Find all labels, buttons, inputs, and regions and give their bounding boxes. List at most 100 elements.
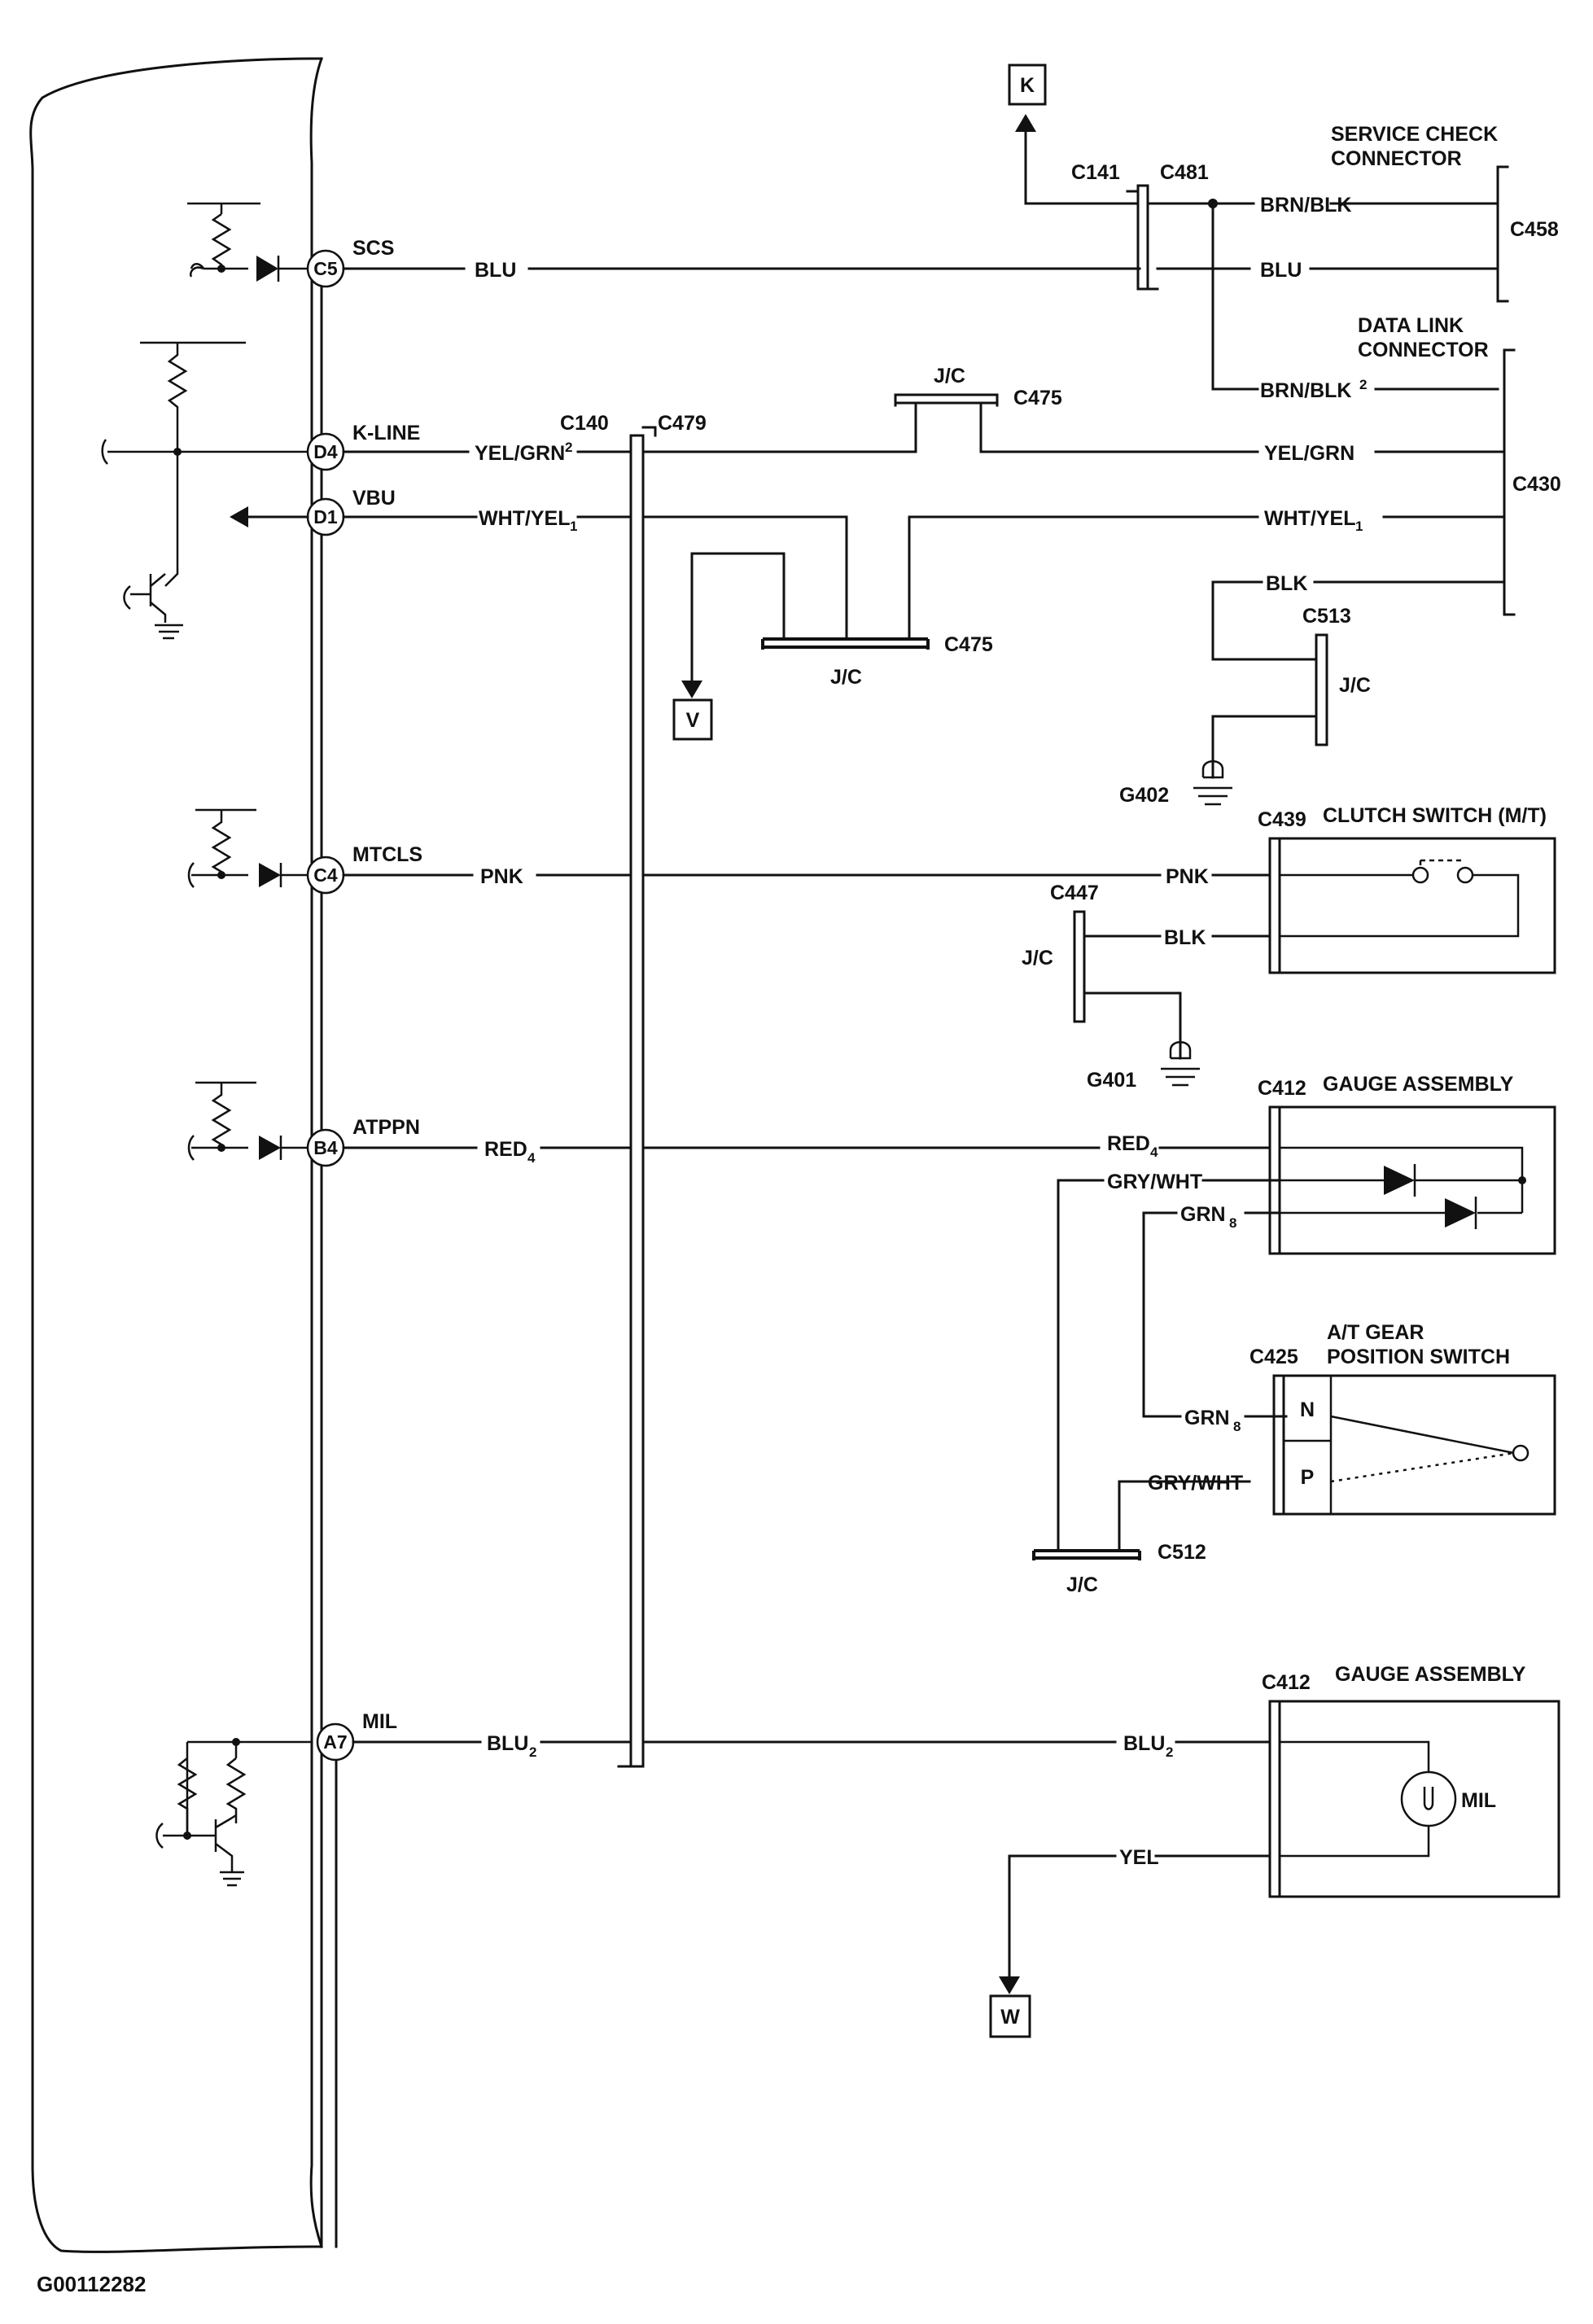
label-mil: MIL — [362, 1710, 397, 1733]
ecm-outline — [29, 57, 323, 2253]
vbu-arrow-icon — [230, 506, 309, 527]
ref-w: W — [989, 1994, 1031, 2038]
junction-c475-bottom — [761, 637, 930, 650]
connector-c458-label: C458 — [1510, 218, 1559, 241]
wire-gry-wht-label: GRY/WHT — [1107, 1171, 1202, 1193]
wire-atppn-color-right: RED 4 — [1107, 1132, 1158, 1160]
wire-atppn-color: RED 4 — [484, 1138, 536, 1166]
connector-c140-c479 — [617, 426, 657, 1768]
pin-b4: B4 — [306, 1128, 345, 1167]
pin-a7: A7 — [316, 1722, 355, 1762]
switch-p-label: P — [1301, 1466, 1315, 1489]
svg-text:V: V — [686, 709, 700, 732]
wire-grn-label-2: GRN 8 — [1184, 1407, 1241, 1434]
wire-mil-color-right: BLU 2 — [1123, 1732, 1173, 1760]
gauge-assembly-bottom-title: GAUGE ASSEMBLY — [1335, 1663, 1526, 1686]
wire-yel-w — [999, 1854, 1271, 1994]
connector-c475-top-label: C475 — [1013, 387, 1062, 409]
connector-c430-label: C430 — [1512, 473, 1561, 496]
wire-brn-blk-label: BRN/BLK — [1260, 194, 1352, 217]
junction-c447-g401 — [1073, 910, 1271, 1087]
label-atppn: ATPPN — [352, 1116, 420, 1139]
label-kline: K-LINE — [352, 422, 420, 444]
gauge-assembly-bottom-box — [1268, 1700, 1560, 1898]
connector-c141-label: C141 — [1071, 161, 1120, 184]
switch-n-label: N — [1300, 1398, 1315, 1421]
svg-text:GRN: GRN — [1184, 1407, 1230, 1429]
junction-c513-label: J/C — [1339, 674, 1371, 697]
svg-text:C4: C4 — [313, 864, 338, 886]
wire-vbu — [342, 515, 1506, 698]
svg-text:2: 2 — [1166, 1744, 1173, 1760]
pin-d1: D1 — [306, 497, 345, 536]
gauge-assembly-top-title: GAUGE ASSEMBLY — [1323, 1073, 1514, 1096]
mtcls-internal-circuit — [187, 808, 312, 888]
at-gear-title: A/T GEAR — [1327, 1321, 1424, 1344]
wire-kline-color-right: YEL/GRN — [1264, 442, 1354, 465]
svg-text:B4: B4 — [313, 1137, 338, 1158]
wire-blk-g402 — [1193, 580, 1506, 806]
svg-text:2: 2 — [1359, 377, 1367, 392]
gauge-assembly-top-box — [1268, 1105, 1556, 1255]
wire-gry-wht-label-2: GRY/WHT — [1148, 1472, 1243, 1495]
svg-text:2: 2 — [565, 440, 572, 455]
wire-blk-label: BLK — [1266, 572, 1307, 595]
label-vbu: VBU — [352, 487, 396, 510]
svg-text:GRN: GRN — [1180, 1203, 1226, 1226]
connector-c412-top-label: C412 — [1258, 1077, 1306, 1100]
wire-kline-color-label: YEL/GRN 2 — [475, 440, 572, 465]
at-gear-title-2: POSITION SWITCH — [1327, 1346, 1510, 1368]
kline-internal-circuit — [101, 341, 312, 640]
connector-c481-label: C481 — [1160, 161, 1209, 184]
mil-internal-circuit — [155, 1738, 312, 1887]
svg-text:W: W — [1000, 2006, 1020, 2029]
wire-brn-blk-k — [1015, 114, 1499, 391]
wire-grn-label: GRN 8 — [1180, 1203, 1236, 1231]
svg-text:RED: RED — [484, 1138, 527, 1161]
wire-grn — [1142, 1211, 1288, 1418]
svg-text:A7: A7 — [323, 1731, 347, 1753]
wire-yel-label: YEL — [1119, 1846, 1159, 1869]
pin-c4: C4 — [306, 856, 345, 895]
svg-text:D1: D1 — [313, 506, 338, 527]
connector-c475-bottom-label: C475 — [944, 633, 993, 656]
svg-text:1: 1 — [1355, 519, 1363, 534]
atppn-internal-circuit — [187, 1081, 312, 1161]
wire-vbu-color-label: WHT/YEL 1 — [479, 507, 577, 534]
figure-id: G00112282 — [37, 2272, 146, 2296]
connector-c140-label: C140 — [560, 412, 609, 435]
ground-g402-label: G402 — [1119, 784, 1169, 807]
svg-text:WHT/YEL: WHT/YEL — [1264, 507, 1356, 530]
svg-text:1: 1 — [570, 519, 577, 534]
service-check-connector-title-2: CONNECTOR — [1331, 147, 1462, 170]
wire-blk2-label: BLK — [1164, 926, 1206, 949]
connector-c458 — [1496, 165, 1509, 303]
connector-c412-bottom-label: C412 — [1262, 1671, 1311, 1694]
svg-text:RED: RED — [1107, 1132, 1150, 1155]
svg-text:YEL/GRN: YEL/GRN — [475, 442, 565, 465]
svg-text:4: 4 — [1150, 1144, 1158, 1160]
wire-mtcls-color: PNK — [480, 865, 523, 888]
junction-bottom-label: J/C — [830, 666, 862, 689]
label-scs: SCS — [352, 237, 394, 260]
ref-k: K — [1008, 63, 1047, 106]
svg-text:8: 8 — [1229, 1215, 1236, 1231]
svg-text:WHT/YEL: WHT/YEL — [479, 507, 571, 530]
clutch-switch-box — [1268, 837, 1556, 974]
connector-c439-label: C439 — [1258, 808, 1306, 831]
wire-mil-color: BLU 2 — [487, 1732, 536, 1760]
wire-kline — [342, 404, 1506, 453]
junction-c512 — [1032, 1549, 1141, 1560]
connector-c141-c481 — [1126, 184, 1159, 291]
svg-text:4: 4 — [527, 1150, 536, 1166]
ecm-internal-bus — [320, 267, 338, 2248]
svg-text:2: 2 — [529, 1744, 536, 1760]
junction-top-label: J/C — [934, 365, 965, 387]
at-gear-position-switch-box — [1272, 1374, 1556, 1516]
mil-lamp-label: MIL — [1461, 1789, 1496, 1812]
connector-c479-label: C479 — [658, 412, 707, 435]
svg-text:8: 8 — [1233, 1419, 1241, 1434]
junction-c447-label: J/C — [1022, 947, 1053, 969]
svg-text:BLU: BLU — [487, 1732, 528, 1755]
clutch-switch-title: CLUTCH SWITCH (M/T) — [1323, 804, 1547, 827]
